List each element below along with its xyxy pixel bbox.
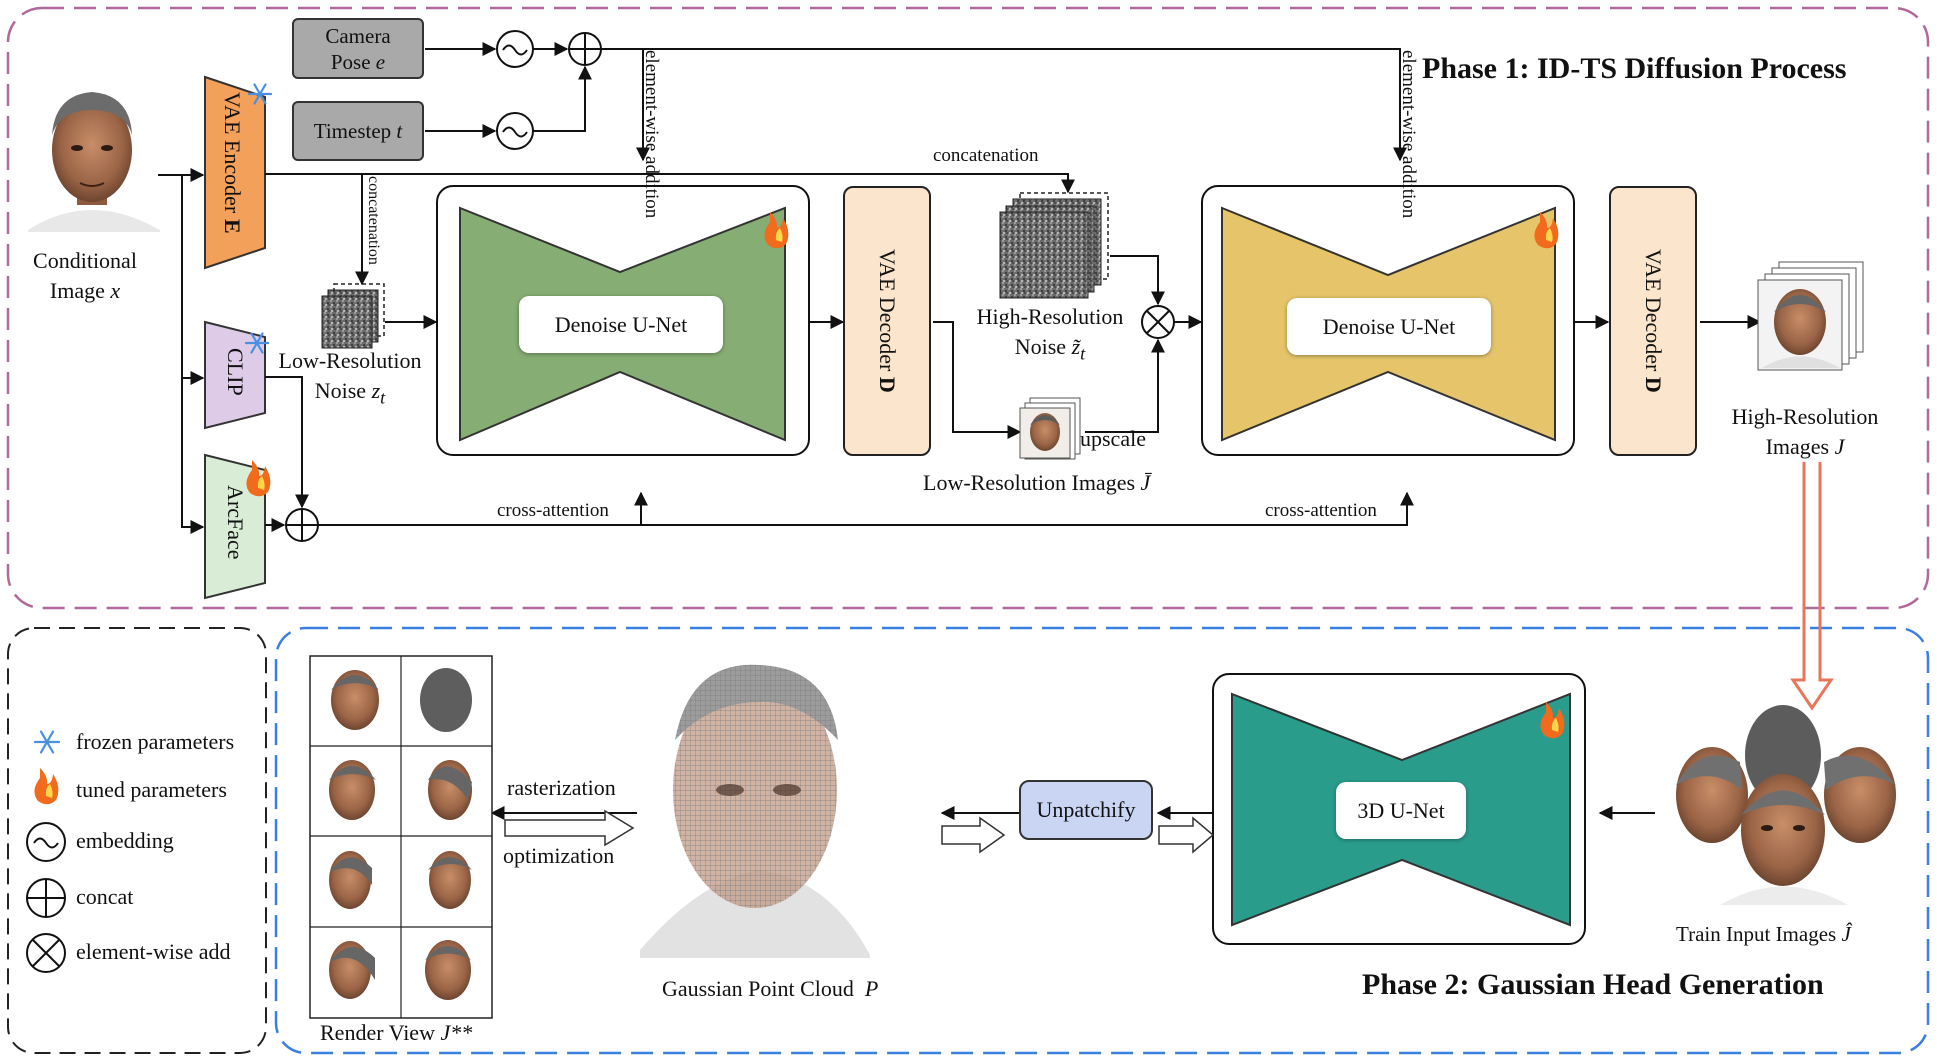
rasterization-label: rasterization bbox=[507, 775, 616, 800]
element-wise-addition-label-2: element-wise addition bbox=[1398, 50, 1419, 219]
phase1-frame bbox=[6, 6, 1930, 610]
orange-arrow bbox=[1790, 462, 1834, 711]
render-view-faces bbox=[329, 668, 472, 1000]
conditional-image-label: Conditional Image x bbox=[33, 248, 137, 303]
low-res-noise-label: Low-Resolution Noise zt bbox=[278, 348, 422, 408]
render-view-label: Render View J** bbox=[320, 1020, 473, 1045]
fire-icon-arcface bbox=[246, 460, 271, 497]
optimization-label: optimization bbox=[503, 843, 615, 868]
low-res-face-image bbox=[1019, 397, 1081, 460]
train-input-images-label: Train Input Images Ĵ bbox=[1676, 922, 1851, 946]
vae-encoder-label: VAE Encoder E bbox=[220, 92, 245, 234]
gaussian-point-cloud-image bbox=[640, 664, 870, 958]
high-res-face-stack bbox=[1757, 261, 1864, 371]
low-res-images-label: Low-Resolution Images J̄ bbox=[923, 470, 1151, 495]
train-input-faces bbox=[1676, 705, 1896, 905]
timestep-box: Timestep t bbox=[292, 101, 424, 161]
legend-embedding-label: embedding bbox=[76, 828, 174, 853]
low-res-noise-stack bbox=[321, 283, 385, 349]
upscale-label: upscale bbox=[1080, 426, 1146, 451]
concatenation-label-vertical: concatenation bbox=[365, 176, 382, 265]
vae-encoder-shape bbox=[204, 75, 266, 270]
unet3d-label: 3D U-Net bbox=[1336, 782, 1466, 839]
cross-attention-label-1: cross-attention bbox=[497, 500, 609, 521]
gaussian-point-cloud-label: Gaussian Point Cloud P bbox=[662, 976, 879, 1001]
high-res-images-label: High-Resolution Images J bbox=[1731, 404, 1879, 459]
denoise-unet-1-label: Denoise U-Net bbox=[519, 296, 723, 353]
vae-decoder-1-box: VAE Decoder D bbox=[843, 186, 931, 456]
high-res-noise-label: High-Resolution Noise z̃t bbox=[976, 304, 1124, 364]
cross-attention-label-2: cross-attention bbox=[1265, 500, 1377, 521]
clip-label: CLIP bbox=[223, 348, 248, 396]
legend-frame bbox=[7, 627, 267, 1054]
element-wise-addition-label-1: element-wise addition bbox=[641, 50, 662, 219]
fire-icon-unet1 bbox=[764, 212, 789, 249]
fire-icon-legend bbox=[34, 768, 59, 805]
unpatchify-box: Unpatchify bbox=[1019, 780, 1153, 840]
legend-element-wise-add-label: element-wise add bbox=[76, 939, 231, 964]
clip-shape bbox=[204, 320, 266, 430]
phase1-title: Phase 1: ID-TS Diffusion Process bbox=[1422, 52, 1847, 85]
phase2-frame bbox=[274, 626, 1930, 1055]
high-res-noise-stack bbox=[999, 192, 1109, 299]
phase2-title: Phase 2: Gaussian Head Generation bbox=[1362, 968, 1824, 1001]
legend-frozen-label: frozen parameters bbox=[76, 729, 235, 754]
vae-decoder-2-box: VAE Decoder D bbox=[1609, 186, 1697, 456]
camera-pose-box: Camera Pose e bbox=[292, 18, 424, 79]
fire-icon-unet2 bbox=[1534, 212, 1559, 249]
denoise-unet-2-label: Denoise U-Net bbox=[1287, 298, 1491, 355]
legend-concat-label: concat bbox=[76, 884, 134, 909]
legend-tuned-label: tuned parameters bbox=[76, 777, 227, 802]
conditional-face-image bbox=[28, 92, 160, 232]
concatenation-label-top: concatenation bbox=[933, 145, 1039, 166]
arcface-label: ArcFace bbox=[223, 485, 248, 560]
fire-icon-unet3d bbox=[1540, 702, 1565, 739]
